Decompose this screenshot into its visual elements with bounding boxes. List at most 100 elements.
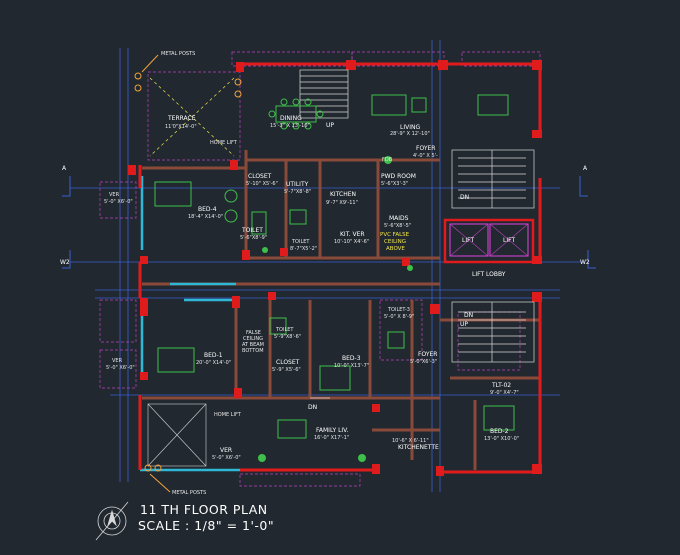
kit-ver-name: KIT. VER (340, 231, 365, 238)
toilet-top-name: TOILET (241, 227, 263, 234)
lift-a-label: LIFT (462, 237, 474, 244)
bed2-bed (483, 405, 515, 431)
foyer-top-name: FOYER (416, 145, 435, 152)
false-ceiling-2: CEILING (243, 336, 263, 342)
metal-posts-top-label: METAL POSTS (161, 51, 195, 57)
stair-dn-top: DN (460, 194, 469, 201)
pvc-ceiling-line1: PVC FALSE (380, 232, 410, 238)
bed1-bed (157, 347, 195, 373)
ver-bottom-name: VER (220, 447, 232, 454)
plan-title: 11 TH FLOOR PLAN (140, 502, 268, 517)
closet-top-name: CLOSET (248, 173, 272, 180)
false-ceiling-4: BOTTOM (242, 348, 264, 354)
plants (258, 156, 413, 462)
bed4-bed (154, 181, 192, 207)
utility-name: UTILITY (286, 181, 309, 188)
lift-cabins (443, 218, 535, 264)
metal-posts (134, 54, 242, 493)
terrace-name: TERRACE (167, 115, 196, 122)
ver-left-name: VER (112, 358, 123, 364)
family-sofa (277, 419, 307, 439)
fdb-label: FDB (382, 157, 393, 163)
marker-a-left: A (62, 165, 67, 172)
stair-up-right: UP (460, 321, 468, 328)
bed3-dim: 10'-0" X13'-7" (334, 363, 369, 369)
tlt02-name: TLT-02 (491, 382, 511, 389)
toilet-center-dim: 8'-7"X5'-2" (290, 246, 317, 252)
furniture (154, 94, 515, 439)
bed4-dim: 18'-4" X14'-0" (188, 214, 223, 220)
kitchenette-name: KITCHENETTE (398, 444, 439, 451)
dashed-outlines (99, 51, 541, 487)
lift-lobby-label: LIFT LOBBY (472, 271, 506, 278)
kitchen-dim: 9'-7" X9'-11" (326, 200, 358, 206)
dining-table (275, 105, 317, 123)
living-dim: 28'-9" X 12'-10" (390, 131, 430, 137)
closet-top-dim: 5'-10" X5'-6" (246, 181, 278, 187)
bed2-dim: 13'-0" X10'-0" (484, 436, 519, 442)
foyer-bottom-name: FOYER (418, 351, 437, 358)
marker-w2-right: W2 (580, 259, 590, 266)
kit-ver-dim: 10'-10" X4'-6" (334, 239, 369, 245)
dining-dim: 15'-3" X 13'-10" (270, 123, 310, 129)
toilet3-dim: 5'-0" X 8'-9" (384, 314, 414, 320)
toilet-center-name: TOILET (291, 239, 310, 245)
false-ceiling-3: AT BEAM (242, 342, 264, 348)
home-lift-top: HOME LIFT (210, 140, 238, 146)
pwd-room-name: PWD ROOM (381, 173, 416, 180)
section-markers (62, 176, 596, 269)
false-ceiling-1: FALSE (246, 330, 261, 336)
marker-a-right: A (583, 165, 588, 172)
utility-dim: 5'-7"X8'-8" (284, 189, 311, 195)
home-lift-bottom: HOME LIFT (214, 412, 242, 418)
tlt02-dim: 9'-0" X4'-7" (490, 390, 519, 396)
kitchen-name: KITCHEN (330, 191, 356, 198)
pwd-room-dim: 5'-6"X3'-3" (381, 181, 408, 187)
living-name: LIVING (400, 124, 420, 131)
bed2-name: BED-2 (490, 428, 509, 435)
family-liv-name: FAMILY LIV. (316, 427, 349, 434)
living-sofa (371, 94, 407, 116)
labels: METAL POSTS METAL POSTS A A W2 W2 TERRAC… (60, 51, 590, 496)
bed4-name: BED-4 (198, 206, 217, 213)
ver-top-name: VER (109, 192, 120, 198)
kitchenette-dim: 10'-6" X 6'-11" (392, 438, 429, 444)
pvc-ceiling-line2: CEILING (384, 239, 406, 245)
foyer-top-dim: 4'-0" X 5'- (413, 153, 438, 159)
closet-center-dim: 5'-9" X5'-6" (272, 367, 301, 373)
dining-name: DINING (280, 115, 302, 122)
toilet3-name: TOILET-3 (387, 307, 410, 313)
marker-w2-left: W2 (60, 259, 70, 266)
toilet2-dim: 5'-9"X8'-6" (274, 334, 301, 340)
family-liv-dim: 16'-0" X17'-1" (314, 435, 349, 441)
ver-top-dim: 5'-0" X6'-0" (104, 199, 133, 205)
stair-up-top: UP (326, 122, 334, 129)
ver-left-dim: 5'-0" X6'-0" (106, 365, 135, 371)
open-to-sky-hatch (147, 403, 207, 467)
maids-dim: 5'-6"X8'-5" (384, 223, 411, 229)
foyer-bottom-dim: 5'-0"X6'-3" (410, 359, 437, 365)
terrace-dim: 11'0"X14'-0" (165, 124, 197, 130)
terrace-hatch (149, 77, 235, 157)
lift-b-label: LIFT (503, 237, 515, 244)
north-arrow-icon (95, 501, 129, 541)
stair-dn-right: DN (464, 312, 473, 319)
ver-bottom-dim: 5'-0" X6'-0" (212, 455, 241, 461)
toilet2-name: TOILET (275, 327, 294, 333)
plan-scale: SCALE : 1/8" = 1'-0" (138, 518, 274, 533)
bed1-dim: 20'-0" X14'-0" (196, 360, 231, 366)
grid-lines (70, 40, 585, 492)
metal-posts-bottom-label: METAL POSTS (172, 490, 206, 496)
bed3-name: BED-3 (342, 355, 361, 362)
pvc-ceiling-line3: ABOVE (386, 246, 405, 252)
bed3-bed (319, 365, 351, 391)
bed1-name: BED-1 (204, 352, 223, 359)
closet-center-name: CLOSET (276, 359, 300, 366)
stair-dn-center: DN (308, 404, 317, 411)
wall-columns (128, 60, 542, 476)
maids-name: MAIDS (389, 215, 409, 222)
interior-walls (142, 150, 540, 470)
toilet-top-dim: 5'-6"X8'-9" (240, 235, 267, 241)
